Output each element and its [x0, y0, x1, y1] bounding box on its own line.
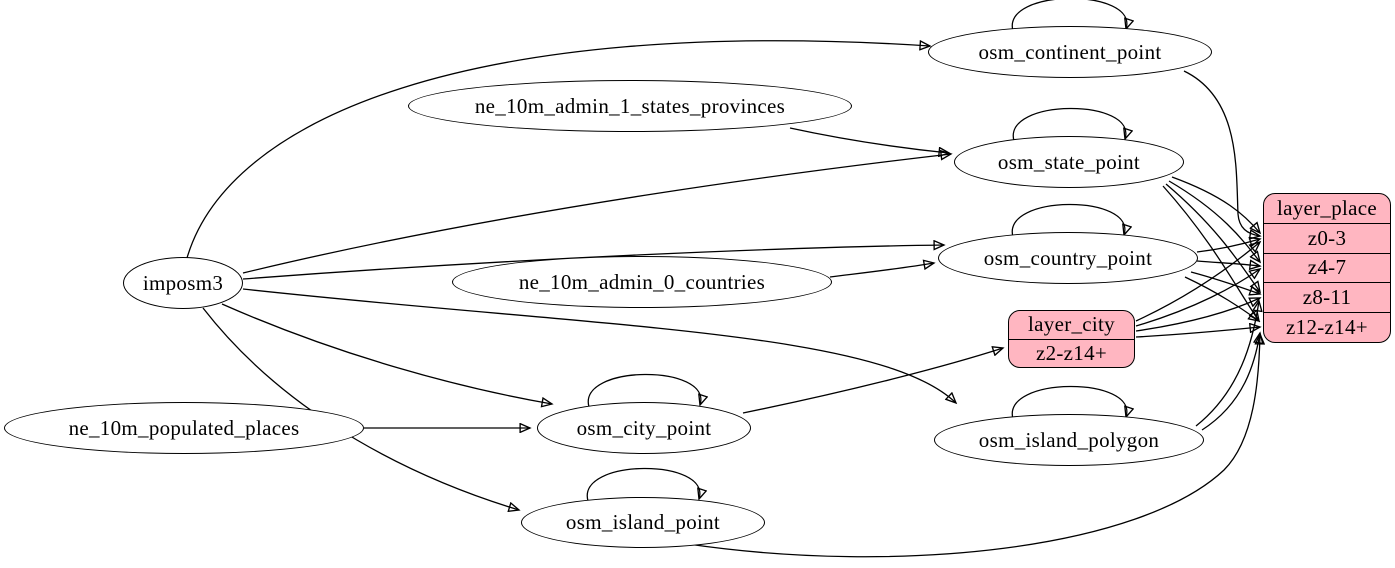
node-osm-city-point: osm_city_point: [537, 402, 751, 454]
node-osm-continent-point-label: osm_continent_point: [978, 39, 1162, 64]
edge-osm_island_polygon-layer_place-z8-11: [1195, 301, 1259, 427]
node-ne-10m-admin-0-countries: ne_10m_admin_0_countries: [452, 256, 832, 308]
edge-imposm3-osm_continent_point: [186, 41, 930, 259]
edge-layer_city-layer_place-z8-11: [1135, 298, 1260, 332]
edge-osm_country_point-layer_place-z4-7: [1196, 261, 1260, 266]
edge-osm_country_point-layer_place-z12-z14: [1184, 276, 1259, 321]
edge-osm_state_point-layer_place-z12-z14: [1162, 185, 1259, 321]
edge-osm_state_point-self: [1012, 107, 1126, 142]
edge-ne_10m_admin_0_countries-osm_country_point: [829, 263, 934, 278]
edge-osm_country_point-self: [1011, 203, 1125, 238]
edge-layer_city-layer_place-z0-3: [1135, 242, 1260, 322]
node-osm-country-point: osm_country_point: [938, 232, 1198, 284]
node-osm-island-polygon: osm_island_polygon: [934, 414, 1204, 466]
edge-layer_city-layer_place-z12-z14: [1135, 327, 1260, 338]
node-osm-city-point-label: osm_city_point: [576, 415, 712, 440]
node-imposm3-label: imposm3: [142, 270, 224, 295]
edge-imposm3-osm_country_point: [242, 245, 944, 280]
node-ne-10m-populated-places-label: ne_10m_populated_places: [68, 415, 300, 440]
layer-place-row-z12-z14: z12-z14+: [1264, 312, 1390, 342]
node-imposm3: imposm3: [123, 257, 243, 309]
edge-osm_continent_point-self: [1011, 0, 1127, 32]
edge-imposm3-osm_island_polygon: [242, 288, 956, 403]
node-layer-place: layer_place z0-3 z4-7 z8-11 z12-z14+: [1263, 193, 1391, 343]
node-ne-10m-populated-places: ne_10m_populated_places: [4, 402, 364, 454]
layer-place-title: layer_place: [1276, 195, 1378, 220]
edge-osm_island_point-layer_place-z12-z14: [687, 334, 1260, 558]
node-osm-island-polygon-label: osm_island_polygon: [978, 427, 1160, 452]
edge-osm_city_point-self: [587, 373, 701, 408]
edge-osm_state_point-layer_place-z0-3: [1171, 176, 1260, 233]
layer-place-row-z8-11: z8-11: [1264, 282, 1390, 312]
edge-osm_state_point-layer_place-z8-11: [1165, 183, 1260, 292]
node-layer-city: layer_city z2-z14+: [1008, 310, 1135, 368]
node-ne-10m-admin-1-states-provinces: ne_10m_admin_1_states_provinces: [408, 80, 852, 132]
layer-city-row-z2-z14: z2-z14+: [1009, 338, 1134, 368]
node-osm-island-point-label: osm_island_point: [565, 510, 721, 534]
edge-imposm3-osm_island_point: [202, 307, 519, 510]
layer-place-row-z0-3: z0-3: [1264, 222, 1390, 253]
node-ne-10m-admin-0-countries-label: ne_10m_admin_0_countries: [518, 269, 766, 294]
edge-osm_state_point-layer_place-z4-7: [1168, 180, 1260, 262]
layer-place-row-z4-7: z4-7: [1264, 252, 1390, 283]
node-ne-10m-admin-1-states-provinces-label: ne_10m_admin_1_states_provinces: [474, 93, 786, 118]
edge-osm_island_polygon-self: [1011, 385, 1127, 420]
node-osm-state-point-label: osm_state_point: [997, 149, 1141, 174]
edge-imposm3-osm_state_point: [242, 154, 951, 274]
edge-osm_country_point-layer_place-z8-11: [1190, 271, 1260, 294]
layer-city-title: layer_city: [1028, 312, 1115, 337]
node-osm-island-point: osm_island_point: [521, 497, 765, 548]
edge-osm_continent_point-layer_place-z0-3: [1183, 70, 1260, 236]
node-osm-country-point-label: osm_country_point: [983, 245, 1153, 270]
edge-imposm3-osm_city_point: [221, 303, 552, 404]
edge-layer_city-layer_place-z4-7: [1135, 269, 1260, 327]
edge-osm_island_point-self: [586, 467, 700, 502]
node-osm-continent-point: osm_continent_point: [928, 26, 1212, 78]
node-osm-state-point: osm_state_point: [954, 136, 1184, 188]
edge-ne_10m_admin_1_states_provinces-osm_state_point: [789, 127, 949, 153]
edge-osm_country_point-layer_place-z0-3: [1196, 239, 1260, 253]
edge-osm_city_point-layer_city-z2-z14: [742, 348, 1003, 414]
